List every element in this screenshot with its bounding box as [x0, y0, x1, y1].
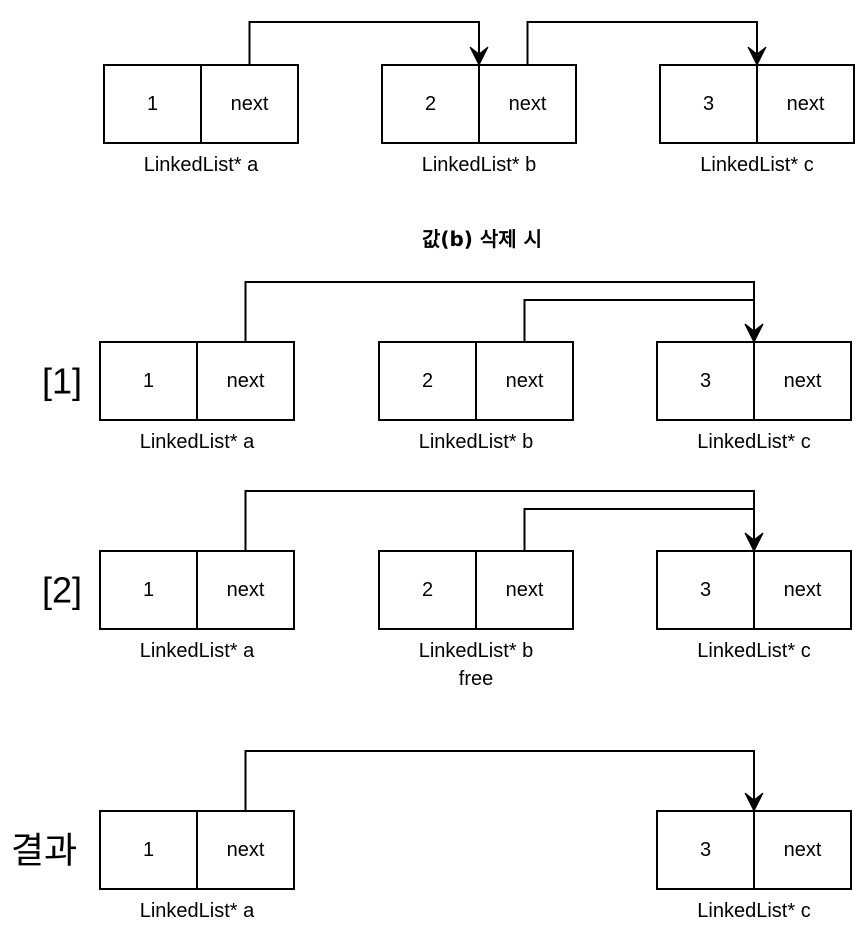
node-value: 1 — [143, 579, 154, 601]
edge-a-to-c — [244, 490, 755, 551]
node-caption: LinkedList* a — [144, 154, 259, 176]
node-value: 1 — [143, 370, 154, 392]
node-value: 3 — [703, 93, 714, 115]
node-pointer: next — [227, 370, 265, 392]
node-pointer: next — [506, 370, 544, 392]
value-cell — [659, 64, 758, 144]
edge-b-to-c — [523, 299, 755, 342]
next-cell — [196, 341, 295, 421]
node-caption: LinkedList* a — [140, 431, 255, 453]
node-value: 3 — [700, 370, 711, 392]
node-pointer: next — [784, 370, 822, 392]
node-pointer: next — [784, 839, 822, 861]
value-cell — [656, 550, 755, 630]
node-caption: LinkedList* c — [697, 900, 810, 922]
stage-label: 결과 — [11, 830, 77, 871]
node-value: 3 — [700, 579, 711, 601]
edge-a-to-b — [248, 21, 480, 65]
node-value: 3 — [700, 839, 711, 861]
edge-b-to-c — [526, 21, 758, 65]
node-caption: LinkedList* b — [419, 431, 534, 453]
edge-b-to-c — [523, 508, 755, 551]
next-cell — [478, 64, 577, 144]
arrowhead-icon — [744, 792, 764, 813]
next-cell — [756, 64, 855, 144]
node-value: 1 — [143, 839, 154, 861]
node-caption: LinkedList* a — [140, 640, 255, 662]
stage-label: [2] — [42, 570, 82, 611]
node-caption: LinkedList* b — [422, 154, 537, 176]
arrowhead-icon — [747, 46, 767, 67]
node-caption: LinkedList* c — [697, 640, 810, 662]
node-caption: LinkedList* b — [419, 640, 534, 662]
value-cell — [381, 64, 480, 144]
value-cell — [103, 64, 202, 144]
value-cell — [378, 341, 477, 421]
node-value: 2 — [425, 93, 436, 115]
node-caption: LinkedList* c — [700, 154, 813, 176]
node-pointer: next — [227, 579, 265, 601]
next-cell — [753, 810, 852, 890]
next-cell — [753, 341, 852, 421]
node-caption: LinkedList* a — [140, 900, 255, 922]
node-value: 2 — [422, 370, 433, 392]
node-note: free — [459, 668, 493, 690]
deletion-heading: 값(b) 삭제 시 — [422, 227, 542, 251]
node-pointer: next — [509, 93, 547, 115]
value-cell — [656, 810, 755, 890]
arrowhead-icon — [744, 532, 764, 553]
node-pointer: next — [787, 93, 825, 115]
arrowhead-icon — [744, 323, 764, 344]
value-cell — [656, 341, 755, 421]
edge-a-to-c — [244, 750, 755, 811]
node-pointer: next — [506, 579, 544, 601]
value-cell — [99, 550, 198, 630]
arrowhead-icon — [469, 46, 489, 67]
node-value: 1 — [147, 93, 158, 115]
value-cell — [378, 550, 477, 630]
stage-label: [1] — [42, 361, 82, 402]
node-pointer: next — [227, 839, 265, 861]
node-pointer: next — [231, 93, 269, 115]
edge-a-to-c — [244, 281, 755, 342]
next-cell — [753, 550, 852, 630]
node-pointer: next — [784, 579, 822, 601]
next-cell — [200, 64, 299, 144]
node-caption: LinkedList* c — [697, 431, 810, 453]
node-value: 2 — [422, 579, 433, 601]
